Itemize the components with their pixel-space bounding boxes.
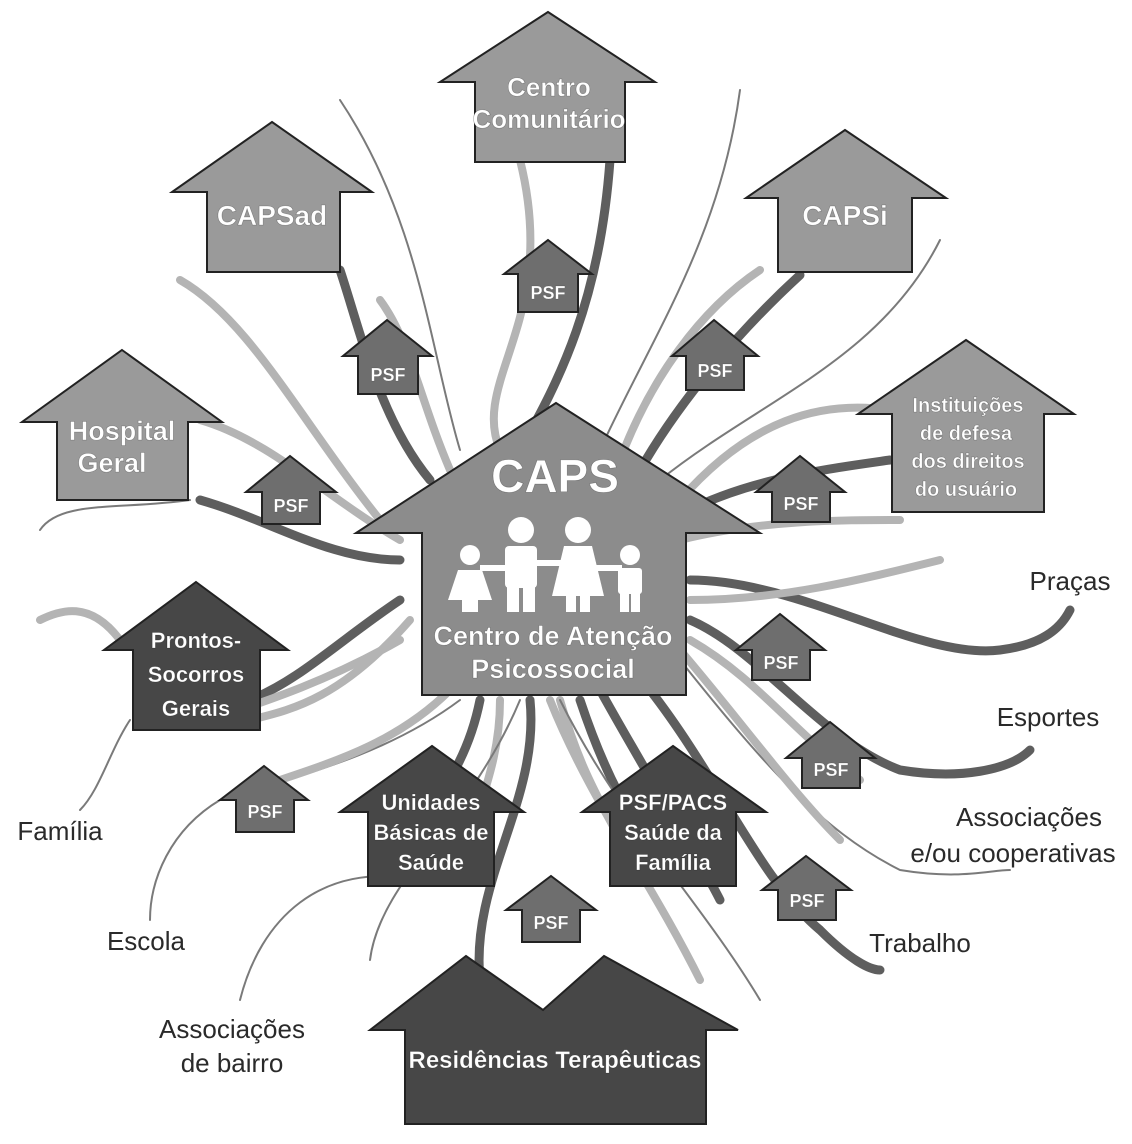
psf-label: PSF bbox=[247, 802, 282, 822]
instituicoes-line2: de defesa bbox=[920, 423, 1013, 445]
psf-house-right-middle: PSF bbox=[733, 612, 828, 681]
capsi-label: CAPSi bbox=[802, 200, 888, 231]
psf-label: PSF bbox=[813, 760, 848, 780]
unidades-basicas-line2: Básicas de bbox=[374, 820, 489, 845]
instituicoes-line1: Instituições bbox=[912, 395, 1023, 417]
psf-houses: PSF PSF PSF PSF PSF PSF PSF PSF bbox=[217, 238, 878, 943]
family-icon bbox=[448, 517, 642, 612]
label-associacoes-coop-line1: Associações bbox=[956, 802, 1102, 832]
house-psf-pacs: PSF/PACS Saúde da Família bbox=[578, 744, 770, 887]
psf-house-top: PSF bbox=[501, 238, 595, 313]
center-subtitle-line1: Centro de Atenção bbox=[433, 621, 672, 651]
center-caps-house: CAPS Centro de Atenção bbox=[352, 401, 764, 696]
psf-pacs-line1: PSF/PACS bbox=[619, 790, 727, 815]
centro-comunitario-line1: Centro bbox=[507, 72, 591, 102]
centro-comunitario-line2: Comunitário bbox=[472, 104, 625, 134]
center-title: CAPS bbox=[491, 450, 619, 502]
psf-label: PSF bbox=[533, 913, 568, 933]
psf-label: PSF bbox=[783, 494, 818, 514]
psf-label: PSF bbox=[789, 891, 824, 911]
prontos-socorros-line3: Gerais bbox=[162, 696, 231, 721]
house-capsad: CAPSad bbox=[168, 120, 376, 273]
label-associacoes-bairro-line2: de bairro bbox=[181, 1048, 284, 1078]
psf-house-lower-left: PSF bbox=[217, 764, 311, 833]
psf-house-upper-right: PSF bbox=[669, 318, 761, 391]
house-capsi: CAPSi bbox=[742, 128, 950, 273]
house-residencias-terapeuticas: Residências Terapêuticas bbox=[367, 954, 739, 1125]
psf-pacs-line3: Família bbox=[635, 850, 712, 875]
free-labels: Praças Esportes Associações e/ou coopera… bbox=[17, 566, 1115, 1078]
psf-house-bottom-center: PSF bbox=[503, 874, 599, 943]
psf-label: PSF bbox=[697, 361, 732, 381]
hospital-geral-line2: Geral bbox=[77, 448, 146, 478]
instituicoes-line4: do usuário bbox=[915, 479, 1017, 501]
instituicoes-line3: dos direitos bbox=[911, 451, 1024, 473]
psf-label: PSF bbox=[763, 653, 798, 673]
unidades-basicas-line3: Saúde bbox=[398, 850, 464, 875]
label-pracas: Praças bbox=[1030, 566, 1111, 596]
label-esportes: Esportes bbox=[997, 702, 1100, 732]
prontos-socorros-line1: Prontos- bbox=[151, 628, 241, 653]
label-associacoes-bairro-line1: Associações bbox=[159, 1014, 305, 1044]
house-hospital-geral: Hospital Geral bbox=[18, 348, 226, 501]
center-subtitle-line2: Psicossocial bbox=[471, 654, 635, 684]
label-familia: Família bbox=[17, 816, 103, 846]
psf-house-right-lower: PSF bbox=[783, 720, 878, 789]
psf-house-upper-left: PSF bbox=[340, 318, 435, 395]
house-prontos-socorros: Prontos- Socorros Gerais bbox=[100, 580, 292, 731]
house-instituicoes: Instituições de defesa dos direitos do u… bbox=[854, 338, 1078, 513]
psf-label: PSF bbox=[370, 365, 405, 385]
psf-label: PSF bbox=[530, 283, 565, 303]
psf-house-bottom-right: PSF bbox=[759, 854, 854, 921]
psf-house-right: PSF bbox=[753, 454, 848, 523]
label-associacoes-coop-line2: e/ou cooperativas bbox=[910, 838, 1115, 868]
psf-house-left: PSF bbox=[243, 454, 339, 525]
hospital-geral-line1: Hospital bbox=[69, 416, 176, 446]
prontos-socorros-line2: Socorros bbox=[148, 662, 245, 687]
unidades-basicas-line1: Unidades bbox=[381, 790, 480, 815]
house-unidades-basicas: Unidades Básicas de Saúde bbox=[336, 744, 528, 887]
psf-label: PSF bbox=[273, 496, 308, 516]
psf-pacs-line2: Saúde da bbox=[624, 820, 723, 845]
house-centro-comunitario: Centro Comunitário bbox=[436, 10, 659, 163]
capsad-label: CAPSad bbox=[217, 200, 327, 231]
label-trabalho: Trabalho bbox=[869, 928, 971, 958]
residencias-label: Residências Terapêuticas bbox=[408, 1047, 701, 1074]
label-escola: Escola bbox=[107, 926, 186, 956]
